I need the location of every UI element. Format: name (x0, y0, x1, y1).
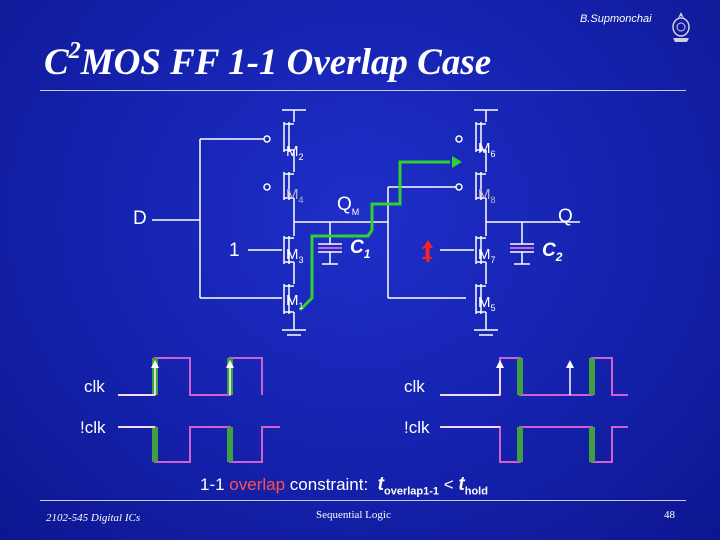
red-arrow-icon (423, 240, 433, 248)
university-seal-icon (672, 12, 690, 42)
clk-label-right: clk (404, 377, 425, 396)
label-m7: M7 (478, 246, 496, 265)
signal-race-path (298, 160, 450, 312)
label-m5: M5 (478, 294, 496, 313)
topic-name: Sequential Logic (316, 509, 391, 521)
title-divider (40, 90, 686, 91)
label-m2: M2 (286, 143, 304, 162)
capacitor-c1-label: C1 (350, 237, 371, 261)
page-number: 48 (664, 509, 675, 521)
nclk-label-left: !clk (80, 418, 106, 437)
nclk-label-right: !clk (404, 418, 430, 437)
author-name: B.Supmonchai (580, 13, 652, 25)
clock-waveforms (118, 357, 628, 463)
label-m4: M4 (286, 186, 304, 205)
overlap-constraint: 1-1 overlap constraint: toverlap1-1 < th… (200, 474, 488, 498)
master-node-label: QM (337, 194, 360, 217)
label-m6: M6 (478, 140, 496, 159)
edge-markers (154, 366, 571, 395)
footer-divider (40, 500, 686, 501)
output-q-label: Q (558, 206, 573, 227)
label-m1: M1 (286, 292, 304, 311)
circuit-wiring (152, 109, 580, 336)
left-logic-level: 1 (229, 240, 240, 261)
label-m8: M8 (478, 186, 496, 205)
course-name: 2102-545 Digital ICs (46, 512, 141, 524)
input-d-label: D (133, 208, 147, 229)
edge-arrowheads (151, 360, 574, 368)
label-m3: M3 (286, 246, 304, 265)
right-logic-level: 1 (421, 242, 433, 264)
clk-label-left: clk (84, 377, 105, 396)
slide-title: C2MOS FF 1-1 Overlap Case (44, 38, 492, 83)
waveform-baselines (118, 394, 500, 428)
overlap-highlight-bars (152, 358, 595, 462)
capacitor-c2-label: C2 (542, 240, 563, 264)
signal-path-arrowhead (452, 156, 462, 168)
